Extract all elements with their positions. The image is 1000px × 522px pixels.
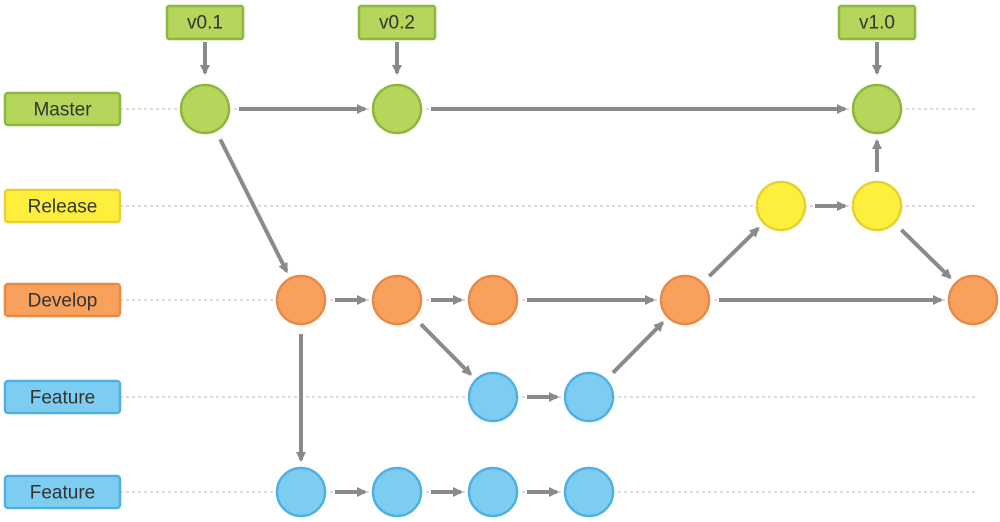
commit-node-fb1 [275, 466, 327, 518]
tag-v01: v0.1 [165, 4, 245, 75]
commit-node-r2 [851, 180, 903, 232]
branch-label-text: Master [33, 100, 92, 121]
edge-fa2-to-d4 [611, 321, 664, 375]
branch-label-master: Master [3, 91, 122, 127]
branch-label-text: Develop [28, 291, 98, 312]
commit-node-fa2 [563, 371, 615, 423]
tag-v10: v1.0 [837, 4, 917, 75]
branch-label-develop: Develop [3, 282, 122, 318]
tag-v02: v0.2 [357, 4, 437, 75]
branch-label-feature1: Feature [3, 379, 122, 415]
branch-label-text: Feature [30, 483, 95, 504]
commit-node-fb4 [563, 466, 615, 518]
edge-d2-to-fa1 [419, 322, 472, 376]
branch-label-feature2: Feature [3, 474, 122, 510]
edge-m1-to-d1 [218, 138, 289, 274]
commit-node-fb3 [467, 466, 519, 518]
tag-label-text: v0.2 [379, 13, 415, 34]
edge-d4-to-r1 [707, 226, 760, 278]
edge-r2-to-d5 [899, 228, 952, 280]
branch-label-release: Release [3, 188, 122, 224]
commit-node-r1 [755, 180, 807, 232]
commit-node-fb2 [371, 466, 423, 518]
commit-node-d5 [947, 274, 999, 326]
commit-node-d4 [659, 274, 711, 326]
commit-node-d2 [371, 274, 423, 326]
commit-node-m1 [179, 83, 231, 135]
commit-node-d1 [275, 274, 327, 326]
branch-label-text: Release [28, 197, 98, 218]
commit-node-m3 [851, 83, 903, 135]
branch-label-text: Feature [30, 388, 95, 409]
commit-node-fa1 [467, 371, 519, 423]
commit-node-m2 [371, 83, 423, 135]
commit-node-d3 [467, 274, 519, 326]
tag-label-text: v0.1 [187, 13, 223, 34]
tag-label-text: v1.0 [859, 13, 895, 34]
